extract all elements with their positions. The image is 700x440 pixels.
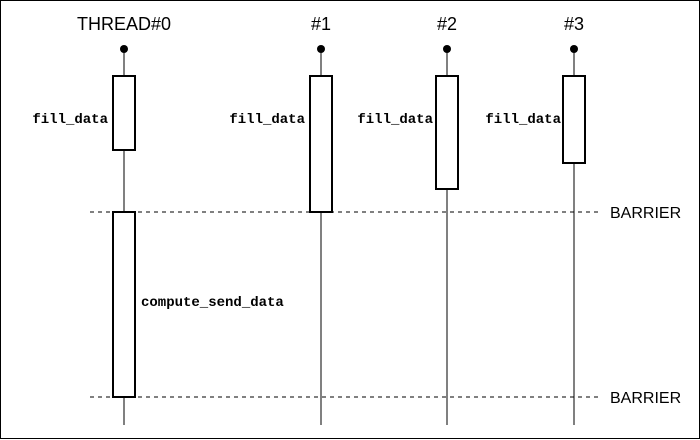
activation-bar-fill-data-1 [309,75,333,213]
activation-bar-fill-data-3 [562,75,586,164]
thread-header-0: THREAD#0 [77,14,171,34]
activation-bar-compute-send-data [112,211,136,398]
task-label-fill-data-2: fill_data [357,112,433,128]
task-label-fill-data-1: fill_data [229,112,305,128]
task-label-compute-send-data: compute_send_data [141,295,284,311]
barrier-label-2: BARRIER [610,390,681,407]
barrier-label-1: BARRIER [610,205,681,222]
task-label-fill-data-0: fill_data [32,112,108,128]
task-label-fill-data-3: fill_data [485,112,561,128]
thread-header-3: #3 [564,14,584,34]
activation-bar-fill-data-2 [435,75,459,190]
thread-header-1: #1 [311,14,331,34]
activation-bar-fill-data-0 [112,75,136,151]
lifeline-start-dot-1 [317,45,325,53]
lifeline-start-dot-2 [443,45,451,53]
lifeline-start-dot-3 [570,45,578,53]
lifeline-start-dot-0 [120,45,128,53]
thread-header-2: #2 [437,14,457,34]
